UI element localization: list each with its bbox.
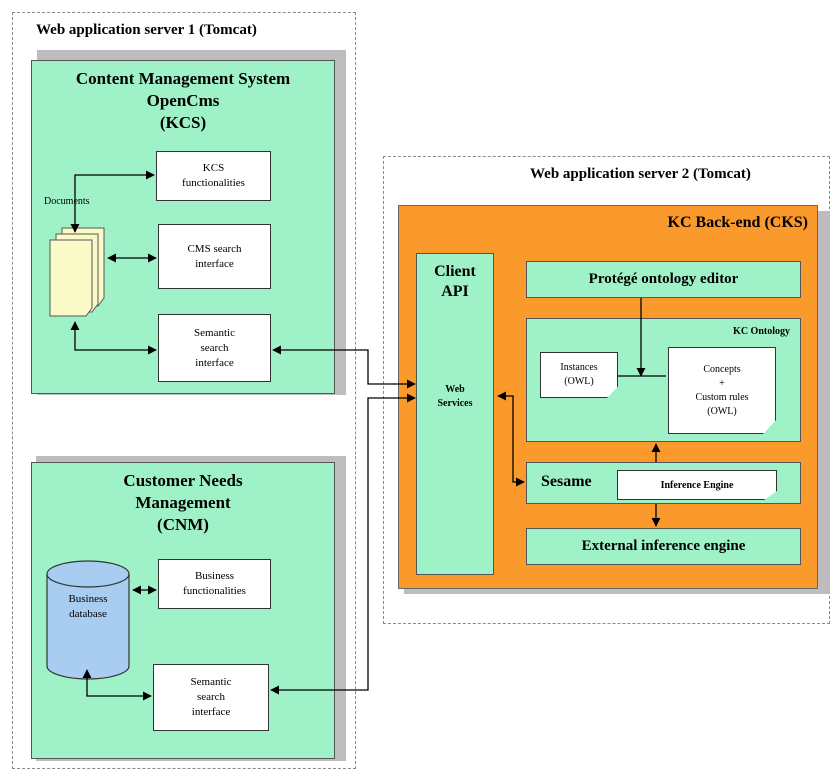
client-api-box	[416, 253, 494, 575]
webservices-sesame-connector	[497, 391, 525, 487]
server1-title: Web application server 1 (Tomcat)	[36, 22, 257, 38]
kcs-functionalities-box: KCS functionalities	[156, 151, 271, 201]
external-inference-engine-box: External inference engine	[526, 528, 801, 565]
server2-title: Web application server 2 (Tomcat)	[530, 166, 751, 182]
cnm-semantic-search-label: Semantic search interface	[190, 676, 232, 718]
cms-search-interface-label: CMS search interface	[187, 242, 242, 270]
kcs-semantic-search-box: Semantic search interface	[158, 314, 271, 382]
inference-engine-box: Inference Engine	[617, 470, 777, 500]
business-functionalities-label: Business functionalities	[183, 570, 246, 597]
kcs-functionalities-label: KCS functionalities	[182, 162, 245, 189]
cnm-to-webservices-connector	[270, 393, 416, 695]
cnm-title: Customer Needs Management (CNM)	[123, 471, 243, 534]
protege-label: Protégé ontology editor	[588, 271, 739, 287]
concepts-box: Concepts + Custom rules (OWL)	[668, 347, 776, 434]
cms-search-interface-box: CMS search interface	[158, 224, 271, 289]
kcs-to-webservices-connector	[272, 345, 416, 389]
protege-box: Protégé ontology editor	[526, 261, 801, 298]
concepts-label: Concepts + Custom rules (OWL)	[695, 363, 749, 417]
kcs-title: Content Management System OpenCms (KCS)	[75, 69, 291, 132]
business-database-label: Business database	[68, 593, 108, 620]
kc-ontology-label: KC Ontology	[733, 326, 790, 337]
documents-stack-icon	[49, 227, 105, 317]
web-services-label: Web Services	[437, 384, 473, 409]
instances-label: Instances (OWL)	[560, 362, 598, 387]
kcs-semantic-search-label: Semantic search interface	[194, 326, 235, 369]
instances-box: Instances (OWL)	[540, 352, 618, 398]
docs-kcs-func-connector	[70, 170, 155, 233]
external-inference-engine-label: External inference engine	[581, 538, 746, 554]
documents-label: Documents	[44, 196, 90, 207]
cks-title: KC Back-end (CKS)	[667, 214, 808, 231]
business-functionalities-box: Business functionalities	[158, 559, 271, 609]
cnm-semantic-search-box: Semantic search interface	[153, 664, 269, 731]
client-api-label: Client API	[434, 263, 476, 300]
db-semantic-connector	[82, 669, 152, 701]
docs-semantic-connector	[70, 321, 157, 355]
sesame-label: Sesame	[541, 473, 592, 490]
inference-engine-label: Inference Engine	[660, 479, 734, 491]
